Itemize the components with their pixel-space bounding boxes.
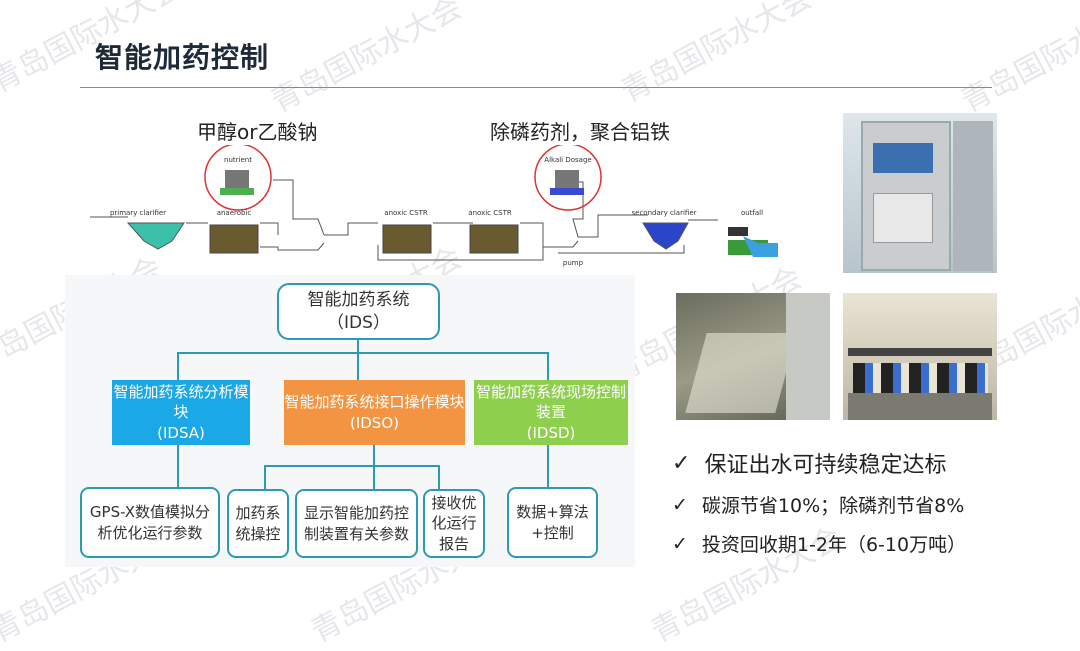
leaf-receive-report: 接收优化运行报告 (423, 489, 485, 558)
page-title: 智能加药控制 (95, 41, 270, 74)
benefit-item: ✓ 投资回收期1-2年（6-10万吨） (672, 530, 966, 557)
leaf-dosing-control: 加药系统操控 (227, 489, 289, 558)
svg-text:pump: pump (563, 259, 584, 267)
secondary-clarifier (642, 222, 689, 250)
carbon-source-label: 甲醇or乙酸钠 (197, 120, 318, 144)
svg-text:primary clarifier: primary clarifier (110, 209, 166, 217)
check-icon: ✓ (672, 493, 688, 516)
primary-clarifier (126, 222, 185, 250)
check-icon: ✓ (672, 450, 691, 476)
idsd-name: 智能加药系统现场控制装置 (475, 383, 626, 422)
watermark: 青岛国际水大会 (265, 0, 468, 120)
outfall-pipe (728, 227, 748, 236)
nutrient-tank (225, 170, 249, 192)
process-flow-diagram: nutrient Alkali Dosage primary clarifier… (90, 145, 778, 267)
idsa-code: (IDSA) (157, 423, 205, 442)
leaf-display-params: 显示智能加药控制装置有关参数 (295, 489, 418, 558)
anaerobic-tank (209, 224, 259, 254)
benefit-text: 碳源节省10%；除磷剂节省8% (701, 495, 965, 517)
title-divider (80, 87, 992, 88)
svg-text:anoxic CSTR: anoxic CSTR (468, 209, 512, 217)
svg-text:nutrient: nutrient (224, 156, 252, 164)
idsd-code: (IDSD) (526, 423, 576, 442)
benefit-item: ✓ 保证出水可持续稳定达标 (672, 447, 946, 479)
leaf-data-algorithm: 数据+算法+控制 (507, 487, 598, 558)
svg-text:anoxic CSTR: anoxic CSTR (384, 209, 428, 217)
watermark: 青岛国际水大会 (955, 0, 1080, 120)
ids-root-box: 智能加药系统（IDS） (277, 283, 440, 340)
idso-code: (IDSO) (349, 413, 399, 432)
svg-text:outfall: outfall (741, 209, 763, 217)
benefit-item: ✓ 碳源节省10%；除磷剂节省8% (672, 491, 964, 518)
connector-line (177, 352, 549, 354)
benefit-text: 保证出水可持续稳定达标 (704, 453, 947, 478)
svg-text:Alkali Dosage: Alkali Dosage (544, 156, 591, 164)
idsa-name: 智能加药系统分析模块 (113, 383, 249, 422)
anoxic-tank-2 (469, 224, 519, 254)
watermark: 青岛国际水大会 (615, 0, 818, 110)
svg-text:anaerobic: anaerobic (217, 209, 252, 217)
idsa-module-box: 智能加药系统分析模块(IDSA) (112, 380, 250, 445)
control-cabinet-photo (843, 113, 997, 273)
anoxic-tank-1 (382, 224, 432, 254)
phosphorus-agent-label: 除磷药剂，聚合铝铁 (490, 120, 670, 144)
idso-module-box: 智能加药系统接口操作模块(IDSO) (284, 380, 465, 445)
idsd-module-box: 智能加药系统现场控制装置(IDSD) (474, 380, 628, 445)
dosing-pumps-photo (843, 293, 997, 420)
svg-text:secondary clarifier: secondary clarifier (632, 209, 697, 217)
leaf-gpsx: GPS-X数值模拟分析优化运行参数 (80, 487, 220, 558)
nutrient-highlight-circle (204, 145, 272, 211)
water-channel-photo (676, 293, 830, 420)
alkali-tank (555, 170, 579, 192)
check-icon: ✓ (672, 532, 688, 555)
benefit-text: 投资回收期1-2年（6-10万吨） (701, 534, 967, 556)
idso-name: 智能加药系统接口操作模块 (284, 393, 465, 412)
alkali-highlight-circle (534, 145, 602, 211)
